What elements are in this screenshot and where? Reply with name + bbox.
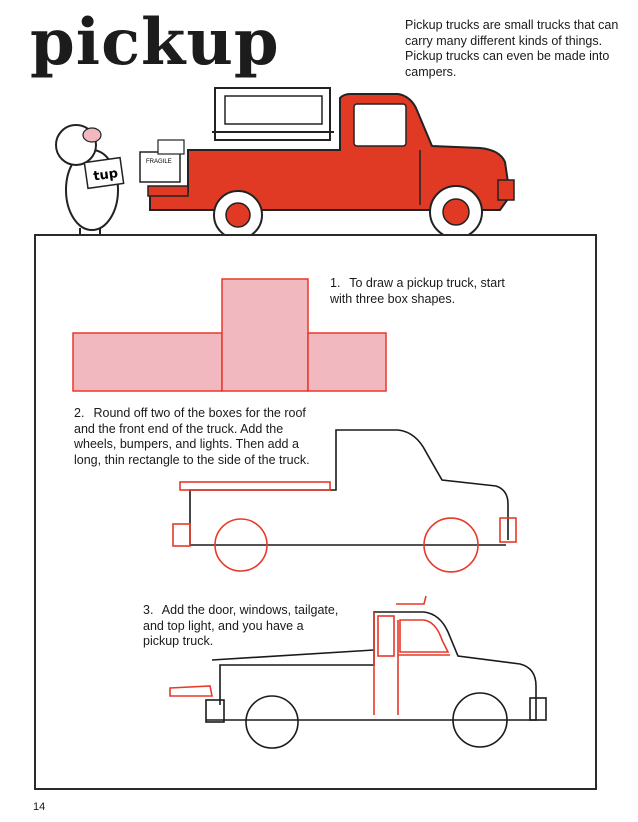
- step-1-text: To draw a pickup truck, start with three…: [330, 276, 505, 306]
- box-label: FRAGILE: [146, 159, 172, 165]
- step-1: 1. To draw a pickup truck, start with th…: [330, 276, 520, 307]
- instructions-panel: 1. To draw a pickup truck, start with th…: [34, 234, 597, 790]
- page-number: 14: [33, 801, 46, 813]
- step-2-text: Round off two of the boxes for the roof …: [74, 406, 310, 467]
- pig-character: tup: [55, 124, 125, 240]
- pig-sign-text: tup: [92, 166, 119, 184]
- step-2-truck: [172, 429, 517, 573]
- fragile-box: FRAGILE: [139, 139, 185, 183]
- step-3-truck: [169, 595, 547, 749]
- step-1-boxes: [72, 278, 387, 392]
- step-2-number: 2.: [74, 406, 85, 420]
- hero-illustration: FRAGILE tup: [55, 87, 515, 240]
- step-3: 3. Add the door, windows, tailgate, and …: [143, 603, 343, 650]
- step-3-number: 3.: [143, 603, 154, 617]
- step-3-text: Add the door, windows, tailgate, and top…: [143, 603, 339, 648]
- step-1-number: 1.: [330, 276, 341, 290]
- step-2: 2. Round off two of the boxes for the ro…: [74, 406, 314, 468]
- red-pickup-truck: [147, 93, 515, 211]
- page-title: pickup: [30, 5, 280, 80]
- intro-paragraph: Pickup trucks are small trucks that can …: [405, 18, 619, 79]
- camper-shell: [212, 87, 334, 141]
